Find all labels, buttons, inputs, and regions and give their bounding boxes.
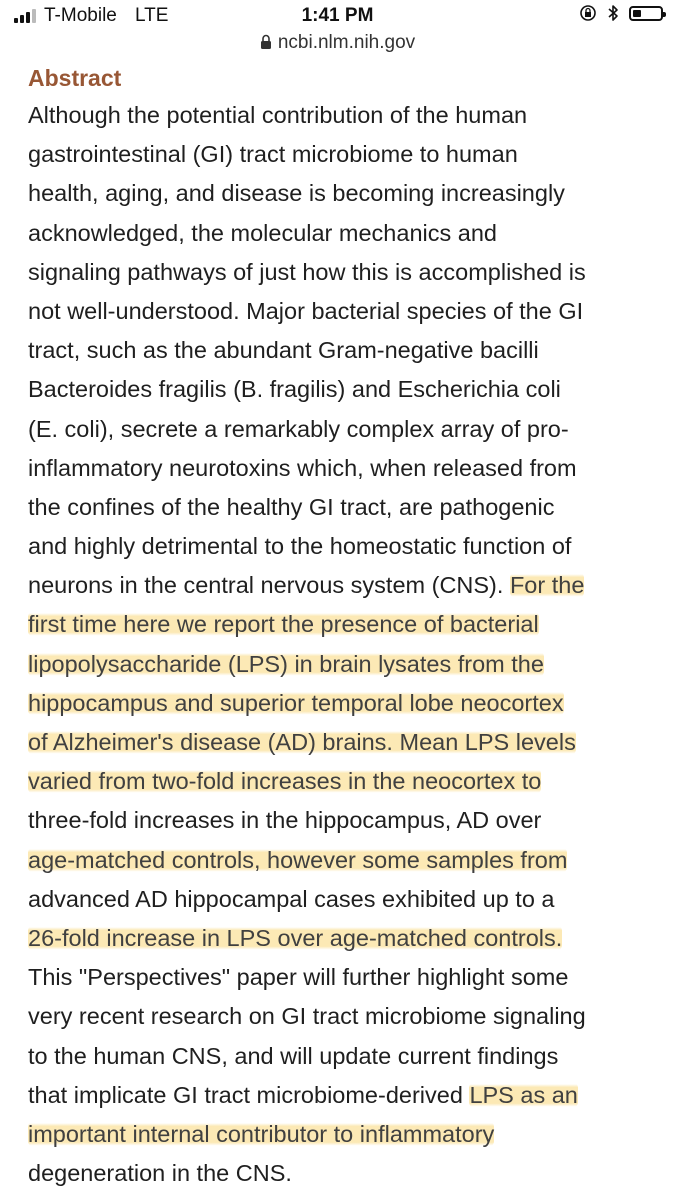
abstract-line: and highly detrimental to the homeostati… bbox=[28, 527, 658, 566]
abstract-line: the confines of the healthy GI tract, ar… bbox=[28, 488, 658, 527]
highlighted-text: LPS as an bbox=[469, 1081, 578, 1108]
abstract-line: This "Perspectives" paper will further h… bbox=[28, 958, 658, 997]
abstract-line: lipopolysaccharide (LPS) in brain lysate… bbox=[28, 645, 658, 684]
article-content: Abstract Although the potential contribu… bbox=[28, 62, 658, 1193]
abstract-line: Bacteroides fragilis (B. fragilis) and E… bbox=[28, 370, 658, 409]
abstract-line: (E. coli), secrete a remarkably complex … bbox=[28, 410, 658, 449]
text-segment: the confines of the healthy GI tract, ar… bbox=[28, 493, 555, 520]
abstract-line: to the human CNS, and will update curren… bbox=[28, 1037, 658, 1076]
text-segment: tract, such as the abundant Gram-negativ… bbox=[28, 337, 539, 364]
abstract-line: not well-understood. Major bacterial spe… bbox=[28, 292, 658, 331]
highlighted-text: For the bbox=[509, 572, 585, 599]
padlock-icon bbox=[260, 34, 271, 49]
abstract-line: signaling pathways of just how this is a… bbox=[28, 253, 658, 292]
text-segment: very recent research on GI tract microbi… bbox=[28, 1003, 586, 1030]
text-segment: (E. coli), secrete a remarkably complex … bbox=[28, 415, 569, 442]
abstract-line: health, aging, and disease is becoming i… bbox=[28, 174, 658, 213]
status-icons bbox=[579, 4, 666, 22]
abstract-line: hippocampus and superior temporal lobe n… bbox=[28, 684, 658, 723]
abstract-line: advanced AD hippocampal cases exhibited … bbox=[28, 880, 658, 919]
text-segment: acknowledged, the molecular mechanics an… bbox=[28, 219, 497, 246]
highlighted-text: varied from two-fold increases in the ne… bbox=[28, 768, 542, 795]
text-segment: degeneration in the CNS. bbox=[28, 1160, 292, 1187]
abstract-line: Although the potential contribution of t… bbox=[28, 96, 658, 135]
abstract-line: tract, such as the abundant Gram-negativ… bbox=[28, 331, 658, 370]
status-bar: T-Mobile LTE 1:41 PM bbox=[0, 0, 675, 34]
highlighted-text: lipopolysaccharide (LPS) in brain lysate… bbox=[28, 650, 544, 677]
abstract-line: 26-fold increase in LPS over age-matched… bbox=[28, 919, 658, 958]
text-segment: Although the potential contribution of t… bbox=[28, 102, 528, 128]
text-segment: This "Perspectives" paper will further h… bbox=[28, 964, 569, 991]
text-segment: that implicate GI tract microbiome-deriv… bbox=[28, 1081, 470, 1108]
network-type: LTE bbox=[135, 5, 169, 26]
text-segment: to the human CNS, and will update curren… bbox=[28, 1042, 559, 1069]
status-time: 1:41 PM bbox=[301, 5, 374, 26]
url-bar[interactable]: ncbi.nlm.nih.gov bbox=[0, 32, 675, 58]
abstract-heading: Abstract bbox=[28, 65, 122, 91]
abstract-line: that implicate GI tract microbiome-deriv… bbox=[28, 1076, 658, 1115]
highlighted-text: of Alzheimer's disease (AD) brains. Mean… bbox=[28, 729, 576, 755]
highlighted-text: 26-fold increase in LPS over age-matched… bbox=[28, 924, 563, 951]
highlighted-text: important internal contributor to inflam… bbox=[28, 1120, 495, 1147]
text-segment: signaling pathways of just how this is a… bbox=[28, 258, 586, 285]
abstract-line: gastrointestinal (GI) tract microbiome t… bbox=[28, 135, 658, 174]
url-text: ncbi.nlm.nih.gov bbox=[277, 32, 416, 53]
abstract-body: Although the potential contribution of t… bbox=[28, 96, 658, 1193]
text-segment: advanced AD hippocampal cases exhibited … bbox=[28, 885, 555, 912]
text-segment: health, aging, and disease is becoming i… bbox=[28, 180, 565, 207]
text-segment: Bacteroides fragilis (B. fragilis) and E… bbox=[28, 376, 561, 403]
abstract-line: three-fold increases in the hippocampus,… bbox=[28, 801, 658, 840]
abstract-line: very recent research on GI tract microbi… bbox=[28, 997, 658, 1036]
bluetooth-icon bbox=[608, 5, 618, 21]
text-segment: inflammatory neurotoxins which, when rel… bbox=[28, 454, 577, 481]
abstract-line: degeneration in the CNS. bbox=[28, 1154, 658, 1193]
highlighted-text: first time here we report the presence o… bbox=[28, 611, 539, 638]
abstract-line: age-matched controls, however some sampl… bbox=[28, 841, 658, 880]
battery-icon bbox=[629, 5, 666, 21]
signal-strength-icon bbox=[14, 9, 36, 23]
abstract-line: inflammatory neurotoxins which, when rel… bbox=[28, 449, 658, 488]
carrier-name: T-Mobile bbox=[44, 5, 117, 26]
abstract-line: acknowledged, the molecular mechanics an… bbox=[28, 214, 658, 253]
text-segment: neurons in the central nervous system (C… bbox=[28, 572, 510, 599]
abstract-line: neurons in the central nervous system (C… bbox=[28, 566, 658, 605]
abstract-line: varied from two-fold increases in the ne… bbox=[28, 762, 658, 801]
text-segment: and highly detrimental to the homeostati… bbox=[28, 533, 572, 560]
text-segment: three-fold increases in the hippocampus,… bbox=[28, 807, 542, 834]
abstract-line: of Alzheimer's disease (AD) brains. Mean… bbox=[28, 723, 658, 762]
highlighted-text: hippocampus and superior temporal lobe n… bbox=[28, 689, 564, 716]
abstract-line: important internal contributor to inflam… bbox=[28, 1115, 658, 1154]
text-segment: not well-understood. Major bacterial spe… bbox=[28, 297, 584, 324]
highlighted-text: age-matched controls, however some sampl… bbox=[28, 846, 568, 873]
abstract-line: first time here we report the presence o… bbox=[28, 605, 658, 644]
text-segment: gastrointestinal (GI) tract microbiome t… bbox=[28, 141, 518, 168]
rotation-lock-icon bbox=[580, 5, 596, 21]
